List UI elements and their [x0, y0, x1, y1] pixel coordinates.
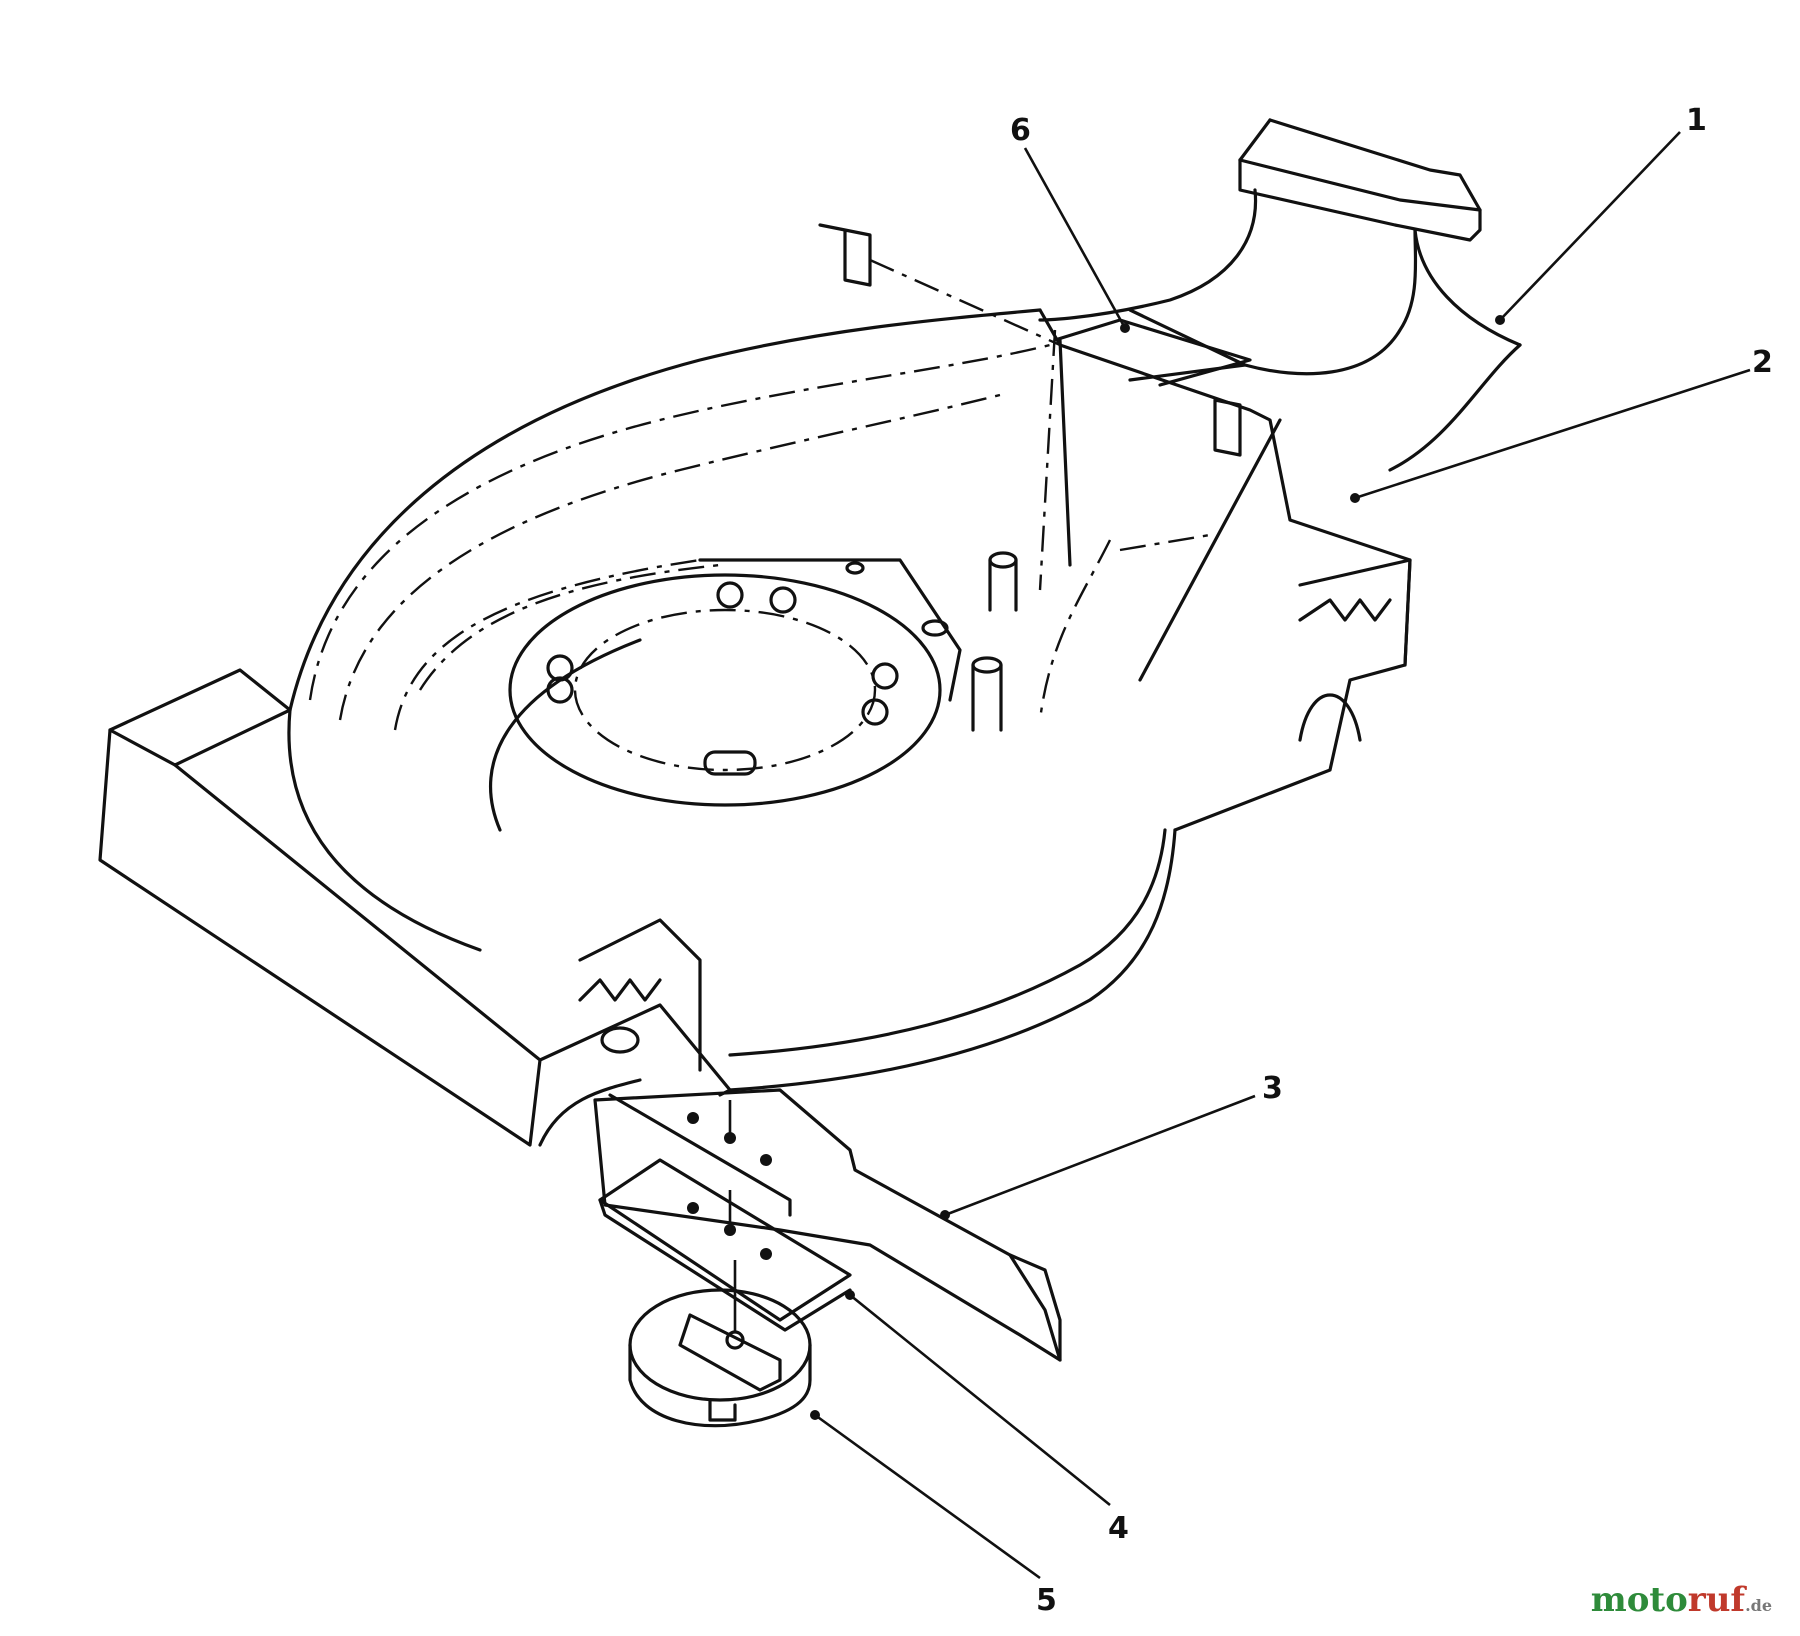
mower-blade — [593, 1088, 1062, 1362]
grass-chute — [1038, 118, 1522, 472]
mower-deck-housing — [98, 223, 1412, 1147]
callout-1: 1 — [1686, 103, 1707, 138]
watermark-brand-a: moto — [1590, 1580, 1688, 1620]
leader-lines — [810, 131, 1751, 1580]
callout-5: 5 — [1036, 1583, 1057, 1618]
watermark-suffix: .de — [1745, 1596, 1772, 1615]
blade-stiffener — [598, 1158, 852, 1332]
baffle-plate — [1053, 318, 1252, 387]
callout-3: 3 — [1262, 1071, 1283, 1106]
callouts: 1 2 3 4 5 6 — [1010, 103, 1773, 1618]
watermark-brand-b: ruf — [1687, 1580, 1746, 1620]
blade-adapter — [628, 1260, 812, 1428]
watermark-logo: motoruf.de — [1591, 1580, 1772, 1620]
callout-2: 2 — [1752, 345, 1773, 380]
callout-6: 6 — [1010, 113, 1031, 148]
callout-4: 4 — [1108, 1511, 1129, 1546]
